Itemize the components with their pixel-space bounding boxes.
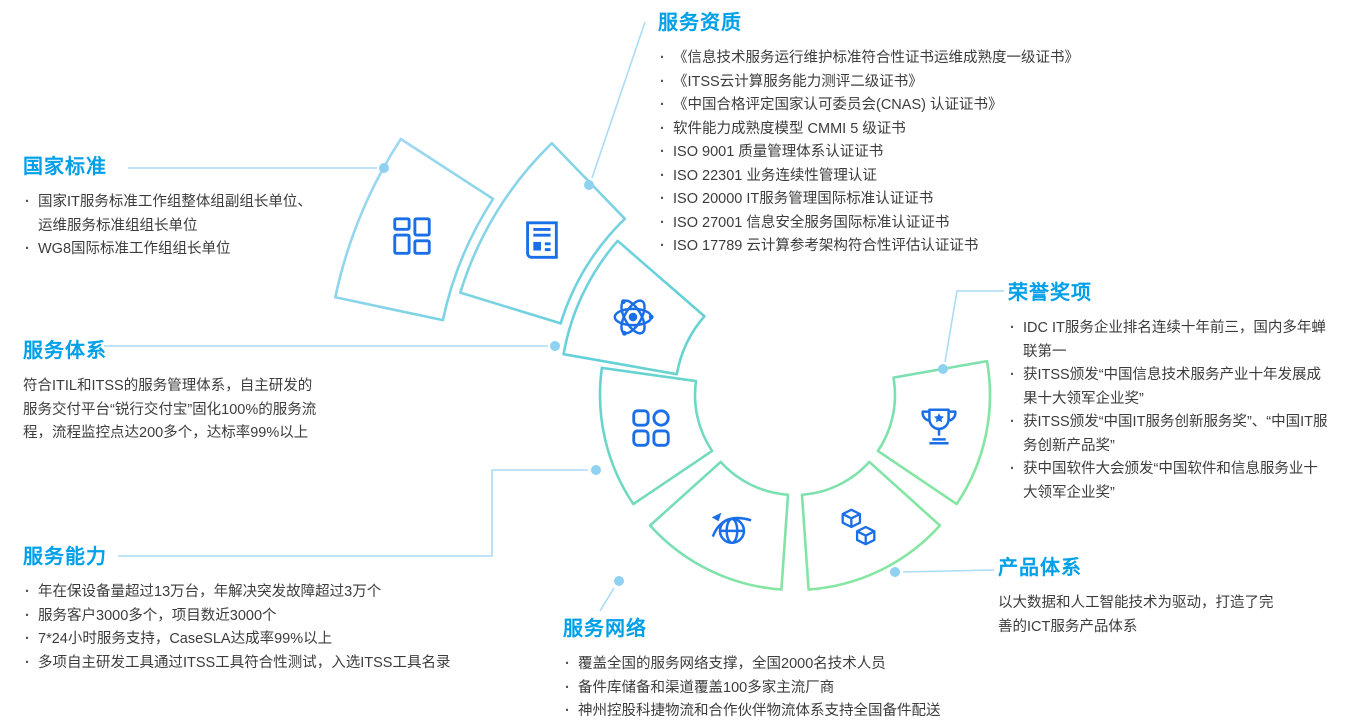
list-item: 《信息技术服务运行维护标准符合性证书运维成熟度一级证书》 bbox=[658, 47, 1258, 71]
section-network: 服务网络 覆盖全国的服务网络支撑，全国2000名技术人员 备件库储备和渠道覆盖1… bbox=[563, 612, 1023, 721]
blocks-icon bbox=[389, 213, 435, 259]
connector-dot bbox=[890, 567, 900, 577]
list-item: IDC IT服务企业排名连续十年前三，国内多年蝉联第一 bbox=[1008, 317, 1330, 364]
list-item: 国家IT服务标准工作组整体组副组长单位、运维服务标准组组长单位 bbox=[23, 191, 323, 238]
list-item: ISO 27001 信息安全服务国际标准认证证书 bbox=[658, 212, 1258, 236]
national-standards-list: 国家IT服务标准工作组整体组副组长单位、运维服务标准组组长单位 WG8国际标准工… bbox=[23, 191, 323, 262]
newspaper-icon bbox=[518, 217, 564, 263]
connector-dot bbox=[584, 180, 594, 190]
list-item: 获ITSS颁发“中国IT服务创新服务奖”、“中国IT服务创新产品奖” bbox=[1008, 411, 1330, 458]
connector-dots bbox=[379, 163, 948, 586]
section-qualifications: 服务资质 《信息技术服务运行维护标准符合性证书运维成熟度一级证书》 《ITSS云… bbox=[658, 6, 1258, 259]
list-item: 获中国软件大会颁发“中国软件和信息服务业十大领军企业奖” bbox=[1008, 458, 1330, 505]
list-item: 备件库储备和渠道覆盖100多家主流厂商 bbox=[563, 677, 1023, 701]
section-national-standards: 国家标准 国家IT服务标准工作组整体组副组长单位、运维服务标准组组长单位 WG8… bbox=[23, 150, 323, 262]
capability-list: 年在保设备量超过13万台，年解决突发故障超过3万个 服务客户3000多个，项目数… bbox=[23, 581, 523, 675]
product-system-title: 产品体系 bbox=[998, 557, 1082, 579]
list-item: WG8国际标准工作组组长单位 bbox=[23, 238, 323, 262]
connector-dot bbox=[614, 576, 624, 586]
section-service-system: 服务体系 符合ITIL和ITSS的服务管理体系，自主研发的服务交付平台“锐行交付… bbox=[23, 334, 319, 446]
ring-segments bbox=[333, 137, 992, 591]
list-item: 7*24小时服务支持，CaseSLA达成率99%以上 bbox=[23, 628, 523, 652]
service-system-title: 服务体系 bbox=[23, 340, 107, 362]
list-item: 多项自主研发工具通过ITSS工具符合性测试，入选ITSS工具名录 bbox=[23, 652, 523, 676]
capability-title: 服务能力 bbox=[23, 546, 107, 568]
connector-line bbox=[599, 587, 615, 612]
list-item: ISO 20000 IT服务管理国际标准认证证书 bbox=[658, 188, 1258, 212]
globe-orbit-icon bbox=[708, 504, 754, 550]
connector-line bbox=[902, 569, 995, 573]
apps-grid-icon bbox=[628, 405, 674, 451]
cubes-icon bbox=[836, 504, 882, 550]
list-item: 《中国合格评定国家认可委员会(CNAS) 认证证书》 bbox=[658, 94, 1258, 118]
section-product-system: 产品体系 以大数据和人工智能技术为驱动，打造了完善的ICT服务产品体系 bbox=[998, 551, 1283, 639]
list-item: 《ITSS云计算服务能力测评二级证书》 bbox=[658, 71, 1258, 95]
national-standards-title: 国家标准 bbox=[23, 156, 107, 178]
qualifications-title: 服务资质 bbox=[658, 12, 742, 34]
honors-list: IDC IT服务企业排名连续十年前三，国内多年蝉联第一 获ITSS颁发“中国信息… bbox=[1008, 317, 1330, 505]
section-capability: 服务能力 年在保设备量超过13万台，年解决突发故障超过3万个 服务客户3000多… bbox=[23, 540, 523, 675]
connector-line bbox=[591, 21, 646, 179]
list-item: 服务客户3000多个，项目数近3000个 bbox=[23, 605, 523, 629]
ring-segment bbox=[598, 366, 714, 506]
list-item: ISO 9001 质量管理体系认证证书 bbox=[658, 141, 1258, 165]
list-item: 覆盖全国的服务网络支撑，全国2000名技术人员 bbox=[563, 653, 1023, 677]
connector-line bbox=[944, 290, 1004, 363]
ring-segment bbox=[800, 460, 942, 591]
connector-dot bbox=[591, 465, 601, 475]
ring-segment bbox=[458, 141, 627, 325]
list-item: ISO 17789 云计算参考架构符合性评估认证证书 bbox=[658, 235, 1258, 259]
trophy-icon bbox=[916, 403, 962, 449]
list-item: 软件能力成熟度模型 CMMI 5 级证书 bbox=[658, 118, 1258, 142]
connector-line bbox=[118, 469, 588, 557]
network-title: 服务网络 bbox=[563, 618, 647, 640]
list-item: 年在保设备量超过13万台，年解决突发故障超过3万个 bbox=[23, 581, 523, 605]
service-system-paragraph: 符合ITIL和ITSS的服务管理体系，自主研发的服务交付平台“锐行交付宝”固化1… bbox=[23, 378, 317, 441]
connector-dot bbox=[379, 163, 389, 173]
honors-title: 荣誉奖项 bbox=[1008, 282, 1092, 304]
connector-dot bbox=[550, 341, 560, 351]
list-item: 神州控股科捷物流和合作伙伴物流体系支持全国备件配送 bbox=[563, 700, 1023, 721]
atom-icon bbox=[610, 294, 656, 340]
list-item: 获ITSS颁发“中国信息技术服务产业十年发展成果十大领军企业奖” bbox=[1008, 364, 1330, 411]
section-honors: 荣誉奖项 IDC IT服务企业排名连续十年前三，国内多年蝉联第一 获ITSS颁发… bbox=[1008, 276, 1330, 505]
connector-dot bbox=[938, 364, 948, 374]
ring-segment bbox=[876, 359, 992, 506]
ring-segment bbox=[562, 239, 706, 376]
product-system-paragraph: 以大数据和人工智能技术为驱动，打造了完善的ICT服务产品体系 bbox=[998, 595, 1274, 635]
network-list: 覆盖全国的服务网络支撑，全国2000名技术人员 备件库储备和渠道覆盖100多家主… bbox=[563, 653, 1023, 721]
connector-lines bbox=[104, 21, 1004, 612]
qualifications-list: 《信息技术服务运行维护标准符合性证书运维成熟度一级证书》 《ITSS云计算服务能… bbox=[658, 47, 1258, 259]
list-item: ISO 22301 业务连续性管理认证 bbox=[658, 165, 1258, 189]
